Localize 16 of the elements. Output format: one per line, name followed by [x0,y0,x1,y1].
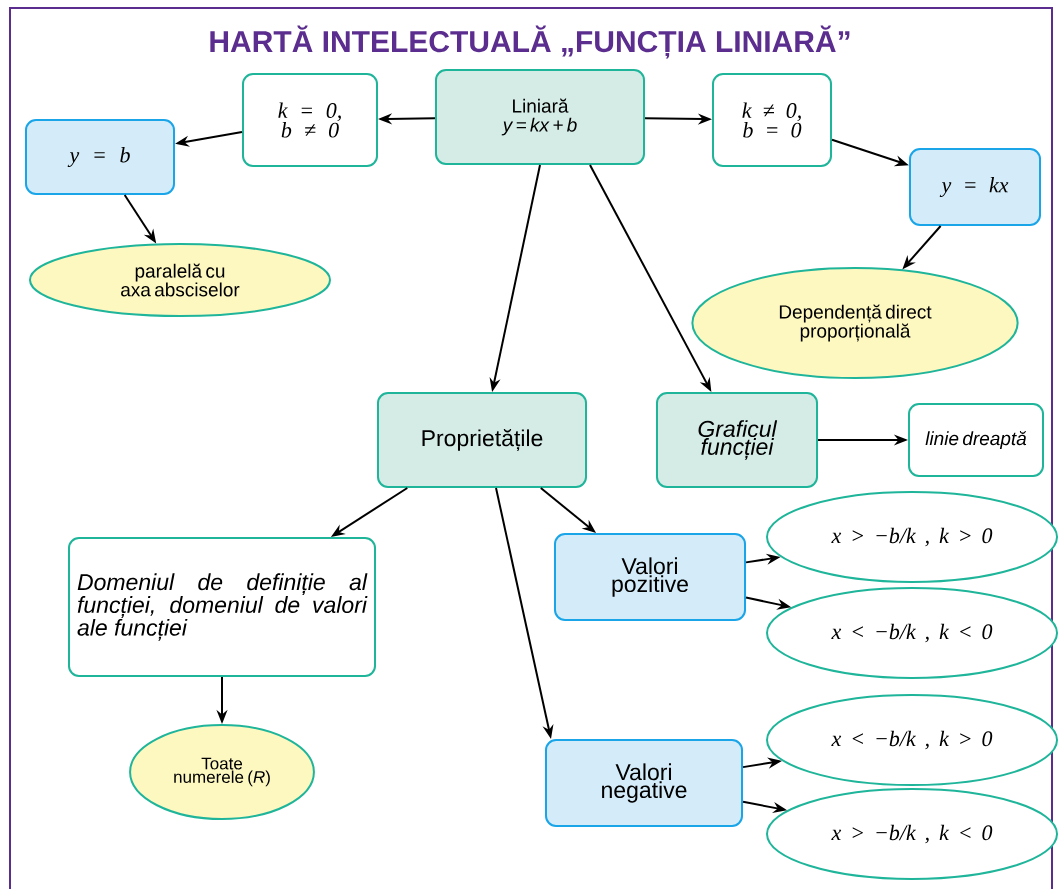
topic-box: Graficul funcției [656,392,818,488]
equation-box: y = kx [909,148,1041,226]
topic-box: Proprietățile [377,392,587,488]
equation-box: y = b [25,119,175,195]
condition-box: k = 0, b ≠ 0 [242,73,378,167]
condition-box: k ≠ 0, b = 0 [712,73,832,167]
node-label: x < −b/k , k < 0 [831,623,993,643]
category-box: Valori pozitive [554,533,746,621]
title: HARTĂ INTELECTUALĂ „FUNCȚIA LINIARĂ” [210,25,850,59]
node-label: x < −b/k , k > 0 [831,730,993,750]
root-box: Liniară y = kx + b [435,69,645,165]
result-box: linie dreaptă [908,403,1044,477]
topic-box: Domeniul de definiție al funcției, domeniul de valori ale funcției [68,537,376,677]
node-label: x > −b/k , k < 0 [831,824,993,844]
node-label: x > −b/k , k > 0 [831,527,993,547]
category-box: Valori negative [545,739,743,827]
